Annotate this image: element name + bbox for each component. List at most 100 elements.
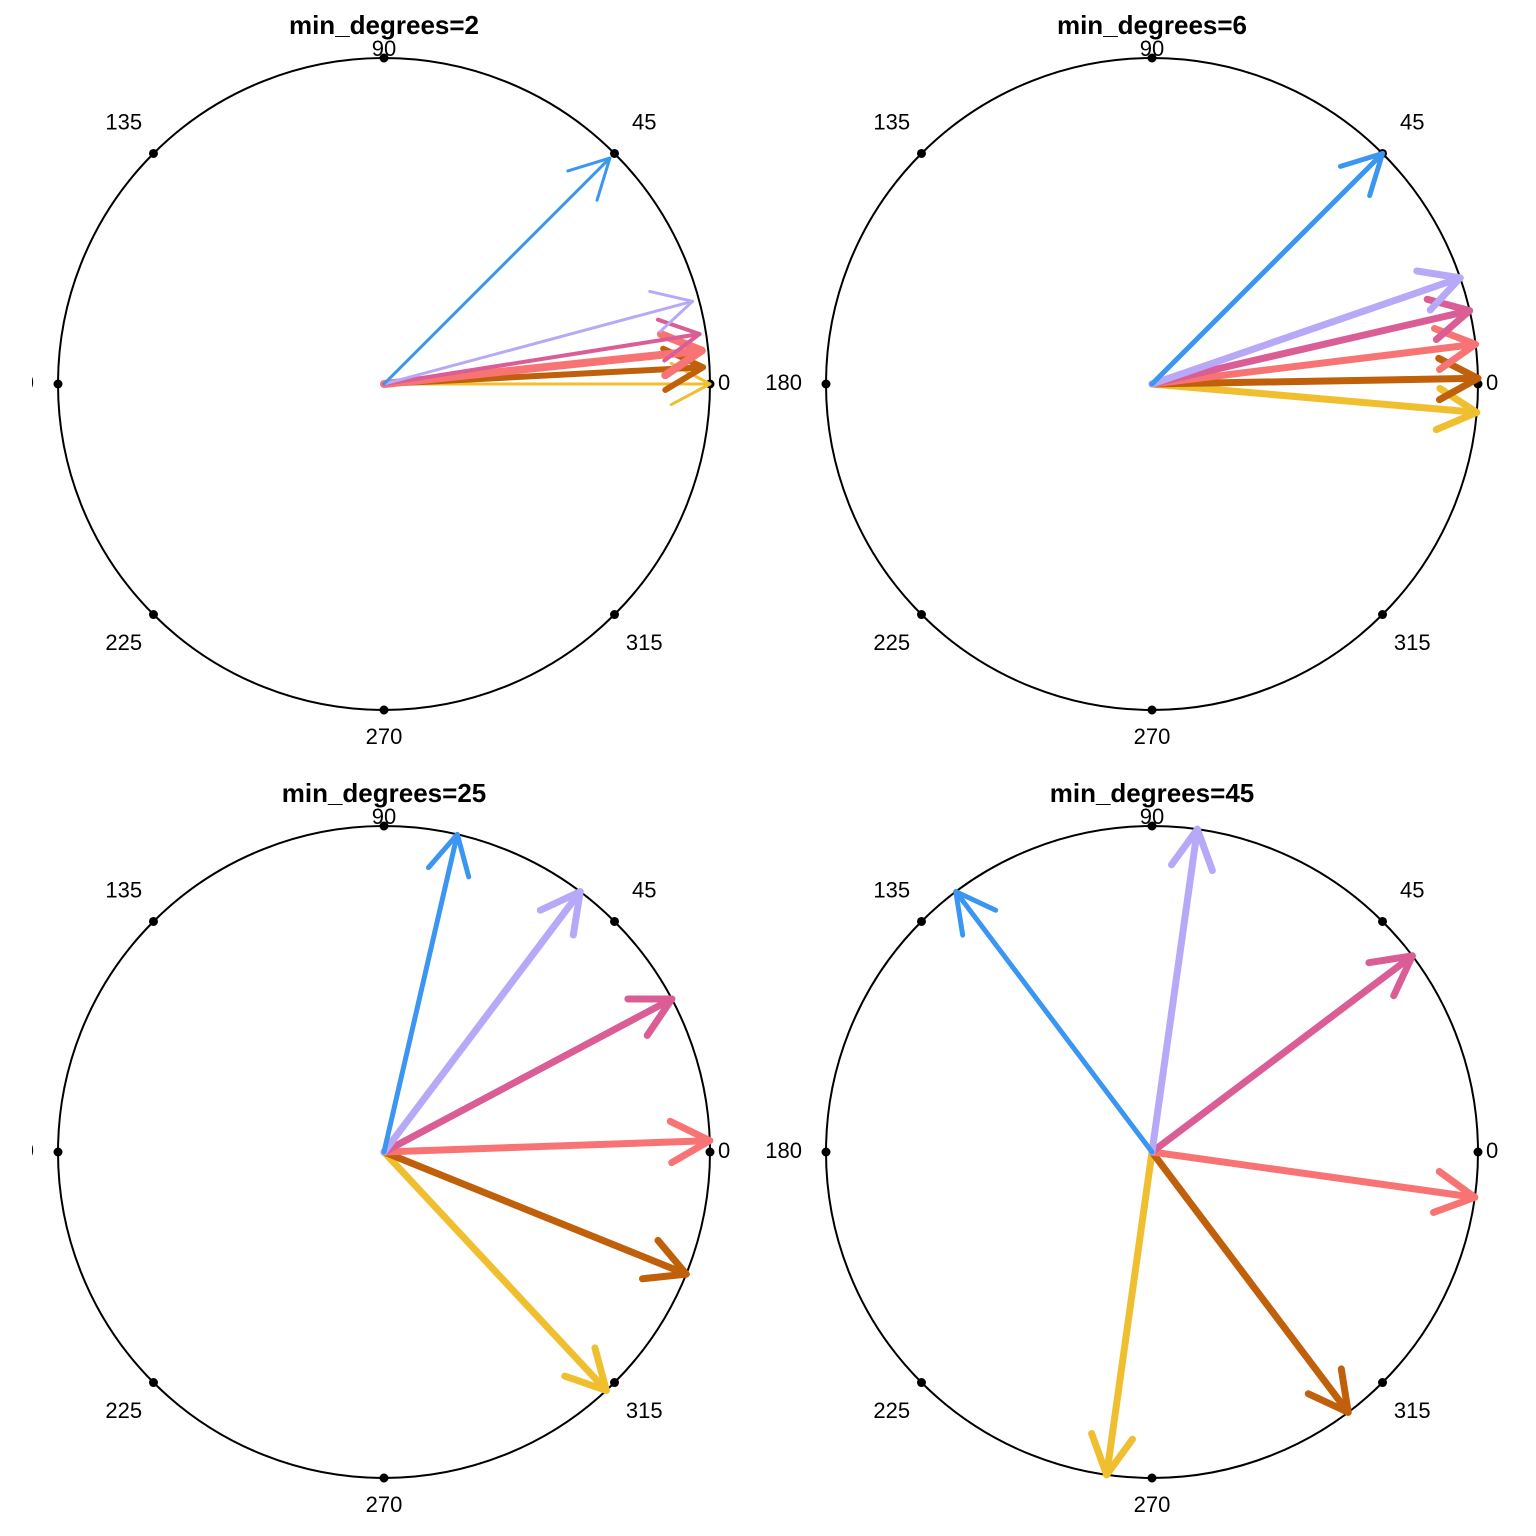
tick-dot-225 <box>148 610 158 620</box>
arrow-6 <box>1149 150 1386 387</box>
tick-label-270: 270 <box>366 724 403 749</box>
arrow-head <box>425 831 472 880</box>
tick-dot-135 <box>148 148 158 158</box>
tick-label-0: 0 <box>718 370 730 395</box>
panel-title: min_degrees=6 <box>1057 10 1247 40</box>
tick-label-45: 45 <box>632 878 656 903</box>
tick-label-180: 180 <box>0 1138 34 1163</box>
arrow-shaft <box>382 299 695 386</box>
tick-label-90: 90 <box>1140 36 1164 61</box>
arrow-3 <box>1148 1148 1479 1216</box>
tick-dot-270 <box>1147 705 1157 715</box>
arrow-4 <box>1148 952 1416 1156</box>
tick-label-0: 0 <box>1486 370 1498 395</box>
tick-label-225: 225 <box>105 630 142 655</box>
arrow-shaft <box>380 1148 690 1278</box>
tick-label-0: 0 <box>1486 1138 1498 1163</box>
tick-dot-45 <box>610 916 620 926</box>
tick-label-315: 315 <box>626 1398 663 1423</box>
arrow-head <box>639 1236 690 1283</box>
arrow-shaft <box>380 888 584 1156</box>
arrow-shaft <box>1148 274 1464 388</box>
tick-dot-90 <box>1147 821 1157 831</box>
tick-dot-270 <box>379 705 389 715</box>
tick-dot-45 <box>1378 916 1388 926</box>
tick-label-270: 270 <box>1134 724 1171 749</box>
arrow-4 <box>382 317 702 386</box>
arrow-head <box>648 289 695 333</box>
tick-dot-135 <box>916 148 926 158</box>
tick-dot-135 <box>916 916 926 926</box>
tick-dot-45 <box>610 148 620 158</box>
arrow-1 <box>1148 380 1481 434</box>
arrow-shaft <box>1148 825 1201 1156</box>
arrow-shaft <box>382 156 612 386</box>
arrow-1 <box>380 1148 610 1394</box>
tick-label-315: 315 <box>1394 1398 1431 1423</box>
tick-dot-270 <box>379 1473 389 1483</box>
arrow-head <box>624 995 676 1039</box>
panel-title: min_degrees=2 <box>289 10 479 40</box>
arrow-6 <box>382 156 612 386</box>
arrow-2 <box>380 1148 690 1283</box>
tick-label-0: 0 <box>718 1138 730 1163</box>
tick-dot-135 <box>148 916 158 926</box>
tick-dot-315 <box>610 610 620 620</box>
tick-dot-225 <box>916 1378 926 1388</box>
arrow-head <box>1337 150 1386 199</box>
arrow-head <box>1413 267 1464 314</box>
arrow-shaft <box>1148 1148 1479 1201</box>
tick-dot-180 <box>53 379 63 389</box>
tick-dot-180 <box>821 1147 831 1157</box>
arrow-5 <box>382 289 695 386</box>
tick-dot-90 <box>379 821 389 831</box>
arrow-head <box>1365 952 1416 1000</box>
tick-label-270: 270 <box>366 1492 403 1517</box>
tick-label-135: 135 <box>105 878 142 903</box>
tick-label-180: 180 <box>0 370 34 395</box>
arrow-shaft <box>380 346 706 388</box>
arrow-4 <box>380 995 676 1156</box>
arrow-shaft <box>1148 952 1416 1156</box>
tick-label-135: 135 <box>105 110 142 135</box>
arrow-2 <box>1148 1148 1352 1416</box>
arrow-head <box>953 889 999 938</box>
arrow-shaft <box>1148 374 1482 388</box>
arrow-head <box>1429 1168 1479 1216</box>
arrow-shaft <box>1149 150 1386 387</box>
tick-label-180: 180 <box>765 1138 802 1163</box>
arrow-6 <box>953 889 1155 1155</box>
arrow-shaft <box>380 995 676 1156</box>
arrow-5 <box>380 888 584 1156</box>
tick-label-225: 225 <box>105 1398 142 1423</box>
arrow-shaft <box>1103 1148 1156 1479</box>
tick-label-90: 90 <box>1140 804 1164 829</box>
arrow-shaft <box>1148 380 1481 416</box>
arrow-6 <box>381 831 472 1155</box>
tick-label-315: 315 <box>1394 630 1431 655</box>
tick-label-180: 180 <box>765 370 802 395</box>
tick-dot-315 <box>610 1378 620 1388</box>
tick-label-45: 45 <box>1400 878 1424 903</box>
arrow-head <box>666 1117 714 1167</box>
arrow-shaft <box>380 1148 610 1394</box>
tick-label-225: 225 <box>873 1398 910 1423</box>
arrow-head <box>561 1344 610 1394</box>
tick-label-225: 225 <box>873 630 910 655</box>
tick-dot-0 <box>705 1147 715 1157</box>
tick-label-135: 135 <box>873 110 910 135</box>
tick-label-90: 90 <box>372 804 396 829</box>
tick-dot-315 <box>1378 610 1388 620</box>
tick-dot-225 <box>148 1378 158 1388</box>
tick-label-45: 45 <box>632 110 656 135</box>
tick-dot-90 <box>1147 53 1157 63</box>
arrow-shaft <box>380 1137 714 1156</box>
tick-dot-90 <box>379 53 389 63</box>
arrow-head <box>566 156 612 202</box>
arrow-5 <box>1148 825 1216 1156</box>
arrow-shaft <box>1148 307 1474 388</box>
arrow-1 <box>1088 1148 1156 1479</box>
arrow-shaft <box>953 889 1155 1155</box>
